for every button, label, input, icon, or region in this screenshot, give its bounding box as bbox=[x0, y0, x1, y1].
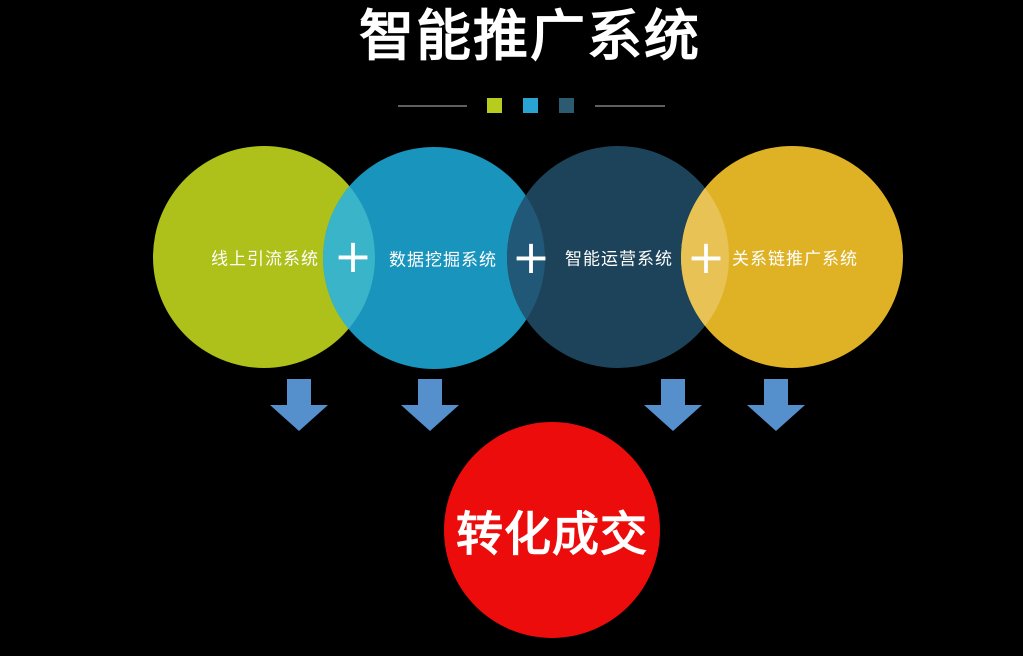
down-arrow-icon-2 bbox=[401, 379, 459, 431]
system-label-relation-chain: 关系链推广系统 bbox=[732, 249, 858, 270]
divider-line-right bbox=[595, 105, 665, 107]
down-arrow-icon-1 bbox=[270, 379, 328, 431]
page-title: 智能推广系统 bbox=[358, 4, 702, 68]
lime-square-icon bbox=[487, 98, 502, 113]
divider-line-left bbox=[398, 105, 467, 107]
system-circle-online-traffic bbox=[153, 146, 375, 368]
system-label-data-mining: 数据挖掘系统 bbox=[389, 250, 497, 271]
system-circle-data-mining bbox=[323, 147, 545, 369]
steel-square-icon bbox=[559, 98, 574, 113]
plus-icon-1: + bbox=[333, 229, 373, 283]
system-label-smart-operation: 智能运营系统 bbox=[565, 249, 673, 270]
blue-square-icon bbox=[523, 98, 538, 113]
result-label: 转化成交 bbox=[456, 507, 648, 563]
result-circle bbox=[444, 422, 660, 638]
plus-icon-3: + bbox=[686, 230, 726, 284]
plus-icon-2: + bbox=[511, 230, 551, 284]
system-label-online-traffic: 线上引流系统 bbox=[211, 249, 319, 270]
system-circle-relation-chain bbox=[681, 146, 903, 368]
down-arrow-icon-3 bbox=[644, 379, 702, 431]
down-arrow-icon-4 bbox=[747, 379, 805, 431]
system-circle-smart-operation bbox=[507, 146, 729, 368]
